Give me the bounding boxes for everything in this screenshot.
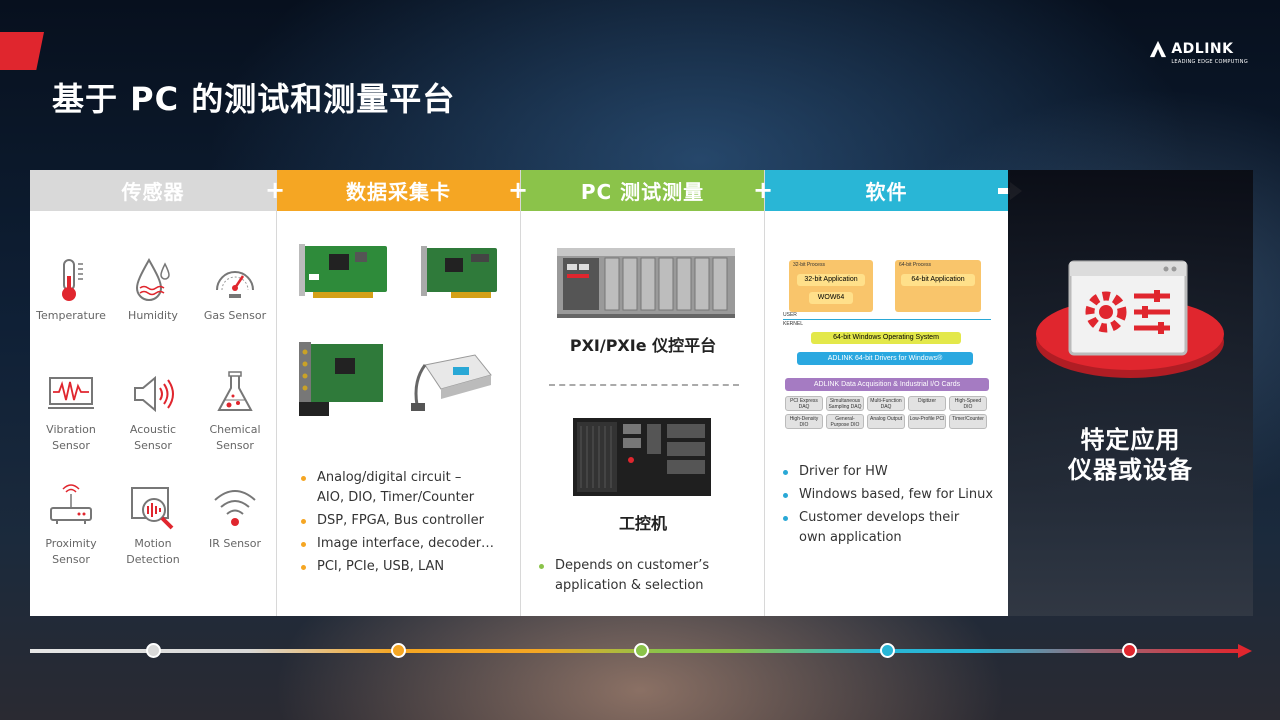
timeline-dot: [391, 643, 406, 658]
user-kernel-line: [783, 319, 991, 320]
adlink-logo-icon: [1150, 40, 1167, 58]
plus-sign: +: [265, 176, 286, 204]
pci-card-image: [299, 244, 387, 298]
sensor-chemical: Chemical Sensor: [194, 368, 276, 460]
instrument-app-icon: [1036, 260, 1224, 378]
timeline-dot: [634, 643, 649, 658]
result-text: 特定应用 仪器或设备: [1068, 426, 1193, 484]
column-heading-pc: PC 测试测量: [521, 170, 764, 211]
card-type-box: PCI Express DAQ: [785, 396, 823, 411]
column-pc: PC 测试测量 PXI/PXIe 仪控平台: [520, 170, 764, 616]
pc-bullet-list: Depends on customer’s application & sele…: [537, 556, 757, 599]
column-software: 软件 32-bit Process 32-bit Application WOW…: [764, 170, 1008, 616]
platform-panel: 传感器 Temperature: [30, 170, 1008, 616]
pxi-chassis-image: [557, 248, 735, 318]
card-type-box: Multi-Function DAQ: [867, 396, 905, 411]
timeline-arrow-icon: [1238, 644, 1252, 658]
sensor-label: Motion Detection: [126, 537, 180, 566]
adlink-drivers: ADLINK 64-bit Drivers for Windows®: [797, 352, 973, 365]
sensor-label: Proximity Sensor: [45, 537, 97, 566]
logo-name: ADLINK: [1171, 41, 1234, 57]
industrial-pc-image: [573, 418, 711, 496]
result-area: 特定应用 仪器或设备: [1008, 170, 1253, 616]
adlink-logo: ADLINK LEADING EDGE COMPUTING: [1149, 40, 1248, 65]
daq-bullet-list: Analog/digital circuit – AIO, DIO, Timer…: [299, 468, 519, 580]
pcie-card-image: [421, 246, 497, 298]
wireless-icon: [214, 490, 256, 526]
windows-os: 64-bit Windows Operating System: [811, 332, 961, 344]
timeline-dot: [880, 643, 895, 658]
software-bullet-list: Driver for HW Windows based, few for Lin…: [781, 462, 1009, 551]
list-item: Image interface, decoder…: [299, 534, 519, 554]
usb-daq-image: [411, 354, 492, 411]
list-item: Depends on customer’s application & sele…: [537, 556, 757, 596]
list-item: PCI, PCIe, USB, LAN: [299, 557, 519, 577]
card-type-box: High-Density DIO: [785, 414, 823, 429]
process-64-label: 64-bit Process: [899, 262, 931, 268]
column-heading-sensors: 传感器: [30, 170, 276, 211]
thermometer-icon: [62, 259, 83, 301]
vibration-icon: [48, 377, 94, 409]
plus-sign: +: [508, 176, 529, 204]
list-item: Windows based, few for Linux: [781, 485, 1009, 505]
wow64: WOW64: [809, 292, 853, 304]
sensor-gas: Gas Sensor: [194, 254, 276, 346]
adlink-daq-cards: ADLINK Data Acquisition & Industrial I/O…: [785, 378, 989, 391]
plus-sign: +: [753, 176, 774, 204]
timeline-dot: [146, 643, 161, 658]
sensor-grid: Temperature Humidity: [30, 254, 276, 574]
card-type-box: Timer/Counter: [949, 414, 987, 429]
gauge-icon: [216, 271, 254, 298]
card-type-box: Simultaneous Sampling DAQ: [826, 396, 864, 411]
kernel-label: KERNEL: [783, 321, 804, 327]
sensor-ir: IR Sensor: [194, 482, 276, 574]
software-architecture-diagram: 32-bit Process 32-bit Application WOW64 …: [781, 256, 993, 436]
column-heading-software: 软件: [765, 170, 1008, 211]
card-type-box: Digitizer: [908, 396, 946, 411]
motion-search-icon: [131, 487, 174, 530]
user-label: USER: [783, 312, 797, 318]
sensor-label: Vibration Sensor: [46, 423, 96, 452]
divider: [549, 384, 739, 386]
humidity-icon: [135, 257, 170, 301]
sensor-temperature: Temperature: [30, 254, 112, 346]
sensor-label: IR Sensor: [208, 537, 262, 550]
app-64: 64-bit Application: [901, 274, 975, 286]
pxi-caption: PXI/PXIe 仪控平台: [569, 336, 717, 355]
list-item: DSP, FPGA, Bus controller: [299, 511, 519, 531]
card-type-box: High-Speed DIO: [949, 396, 987, 411]
sensor-label: Humidity: [128, 309, 178, 322]
list-item: Customer develops their own application: [781, 508, 1009, 548]
list-item: Driver for HW: [781, 462, 1009, 482]
app-32: 32-bit Application: [797, 274, 865, 286]
sensor-vibration: Vibration Sensor: [30, 368, 112, 460]
timeline-dot: [1122, 643, 1137, 658]
column-sensors: 传感器 Temperature: [30, 170, 276, 616]
card-type-box: Analog Output: [867, 414, 905, 429]
sensor-label: Gas Sensor: [203, 309, 267, 322]
process-32-label: 32-bit Process: [793, 262, 825, 268]
process-64: 64-bit Process: [895, 260, 981, 312]
sensor-label: Chemical Sensor: [209, 423, 261, 452]
flask-icon: [217, 371, 253, 411]
sensor-humidity: Humidity: [112, 254, 194, 346]
sensor-acoustic: Acoustic Sensor: [112, 368, 194, 460]
column-daq: 数据采集卡: [276, 170, 520, 616]
ipc-caption: 工控机: [618, 514, 667, 533]
sensor-motion: Motion Detection: [112, 482, 194, 574]
list-item: Analog/digital circuit – AIO, DIO, Timer…: [299, 468, 519, 508]
router-icon: [50, 484, 92, 524]
pxi-module-image: [299, 342, 383, 416]
page-title: 基于 PC 的测试和测量平台: [52, 80, 456, 118]
sensor-proximity: Proximity Sensor: [30, 482, 112, 574]
sensor-label: Temperature: [36, 309, 106, 322]
logo-tagline: LEADING EDGE COMPUTING: [1171, 59, 1248, 65]
column-heading-daq: 数据采集卡: [277, 170, 520, 211]
sensor-label: Acoustic Sensor: [129, 423, 177, 452]
card-type-box: General-Purpose DIO: [826, 414, 864, 429]
process-32: 32-bit Process: [789, 260, 873, 312]
speaker-icon: [134, 375, 174, 413]
card-type-box: Low-Profile PCI: [908, 414, 946, 429]
